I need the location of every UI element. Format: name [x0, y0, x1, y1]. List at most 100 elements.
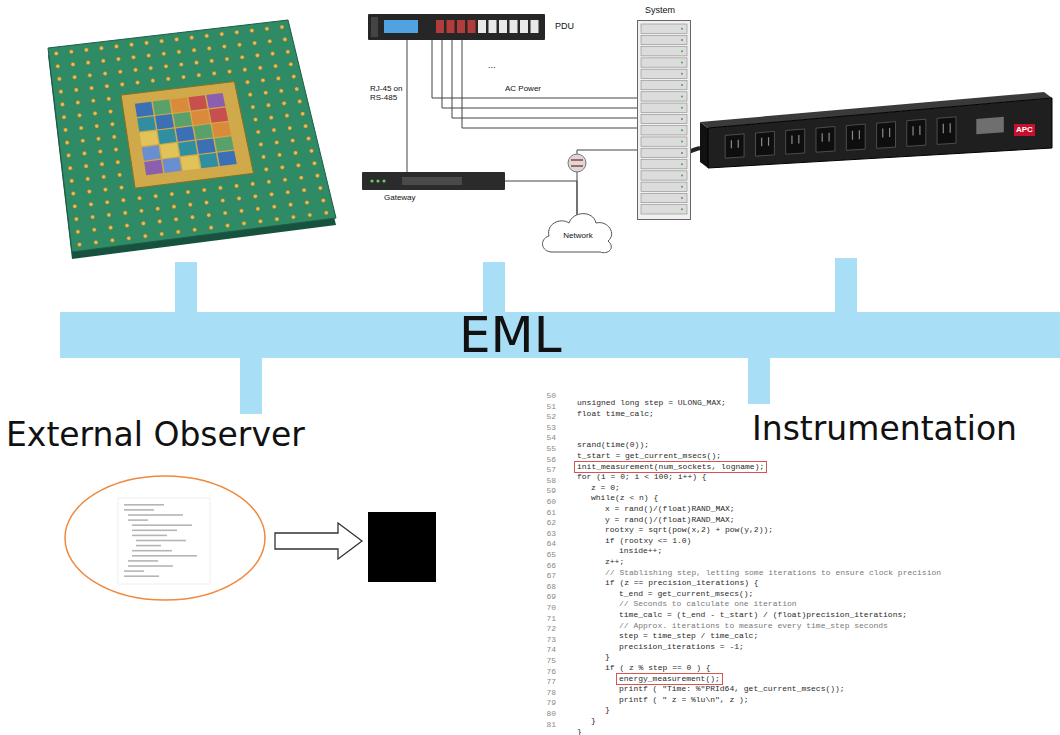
thumbnail-line	[128, 560, 158, 562]
cpu-pin	[306, 136, 310, 140]
code-line: y = rand()/(float)RAND_MAX;	[605, 515, 735, 525]
die-block	[217, 151, 236, 166]
code-line: unsigned long step = ULONG_MAX;	[577, 398, 726, 408]
server-led	[681, 163, 683, 165]
outlet	[725, 134, 744, 158]
server-led	[681, 197, 683, 199]
cpu-pin	[77, 113, 81, 117]
cloud-label: Network	[563, 232, 592, 240]
line-number: 50	[528, 391, 556, 401]
server-unit	[641, 58, 687, 67]
label-slot: 60	[528, 497, 556, 507]
cpu-pin	[277, 153, 281, 157]
line-number: 76	[528, 667, 556, 677]
drawing-part	[681, 28, 683, 211]
server-led	[681, 95, 683, 97]
code-line: srand(time(0));	[577, 440, 649, 450]
server-unit	[641, 92, 687, 101]
pdu-outlet	[436, 20, 444, 33]
server-unit	[641, 114, 687, 123]
line-number: 65	[528, 550, 556, 560]
cpu-pin	[112, 135, 116, 139]
line-number: 75	[528, 656, 556, 666]
line-number: 55	[528, 444, 556, 454]
cpu-pin	[131, 55, 135, 59]
cpu-pin	[176, 230, 180, 234]
cpu-pin	[261, 78, 265, 82]
server-unit	[641, 160, 687, 169]
cpu-pin	[73, 75, 77, 79]
cpu-pin	[81, 139, 85, 143]
code-line: }	[605, 652, 610, 662]
label-slot: 54	[528, 433, 556, 443]
gateway-led	[370, 179, 373, 182]
cpu-pin	[120, 82, 124, 86]
server-unit	[641, 103, 687, 112]
label-slot: 50	[528, 391, 556, 401]
code-line: t_end = get_current_msecs();	[619, 589, 753, 599]
cpu-pin	[205, 34, 209, 38]
cpu-pin	[272, 128, 276, 132]
external-observer-figure	[65, 476, 436, 600]
server-led	[681, 141, 683, 143]
cpu-pin	[133, 68, 137, 72]
rack-drawing	[637, 20, 691, 220]
outlet-slot	[822, 133, 829, 142]
label-slot: 62	[528, 518, 556, 528]
outlet-slot	[762, 137, 769, 146]
outlet	[907, 119, 926, 146]
label-slot: 58	[528, 476, 556, 486]
label-slot: if ( z % step == 0 ) {	[605, 656, 711, 674]
router-symbol	[568, 154, 586, 172]
die-block	[158, 129, 177, 144]
die-block	[160, 143, 179, 158]
label-slot: }	[605, 698, 610, 716]
cpu-pin	[114, 44, 118, 48]
cpu-pin	[301, 112, 305, 116]
die-block	[194, 124, 213, 139]
cpu-pin	[309, 149, 313, 153]
cpu-pin	[276, 76, 280, 80]
server-unit	[641, 35, 687, 44]
die-block	[162, 158, 181, 173]
pdu-outlet	[510, 20, 518, 33]
server-led	[681, 152, 683, 154]
cpu-pin	[108, 109, 112, 113]
line-number: 79	[528, 698, 556, 708]
cpu-pin	[227, 69, 231, 73]
label-slot: 57	[528, 465, 556, 475]
thumbnail-line	[132, 550, 172, 552]
cpu-pin	[109, 226, 113, 230]
code-line: rootxy = sqrt(pow(x,2) + pow(y,2));	[605, 525, 773, 535]
label-slot: srand(time(0));	[577, 433, 649, 451]
drawing-part	[641, 24, 687, 214]
cpu-pin	[86, 61, 90, 65]
cpu-pin	[188, 203, 192, 207]
die-block	[153, 100, 172, 115]
cpu-pin	[164, 64, 168, 68]
cpu-pin	[258, 66, 262, 70]
server-led	[681, 107, 683, 109]
cpu-pin	[269, 192, 273, 196]
label-slot: 75	[528, 656, 556, 666]
cpu-pin	[272, 205, 276, 209]
cpu-pin	[107, 213, 111, 217]
outlet-slot	[792, 135, 799, 144]
pdu-device: PDU	[368, 14, 545, 40]
label-slot: External Observer	[6, 418, 305, 451]
label-slot: 79	[528, 698, 556, 708]
outlet-slots	[731, 123, 950, 148]
code-line: time_calc = (t_end - t_start) / (float)p…	[619, 610, 907, 620]
cpu-pin	[119, 185, 123, 189]
cpu-pin	[63, 128, 67, 132]
die-block	[199, 153, 218, 168]
cpu-pin	[74, 88, 78, 92]
outlet-slot	[852, 130, 859, 139]
ellipsis-mark: ...	[488, 61, 496, 70]
cpu-pin	[156, 207, 160, 211]
line-number: 73	[528, 635, 556, 645]
code-line: init_measurement(num_sockets, logname);	[574, 461, 767, 473]
code-comment: // Approx. iterations to measure every t…	[619, 621, 888, 631]
pdu-outlet	[468, 20, 476, 33]
